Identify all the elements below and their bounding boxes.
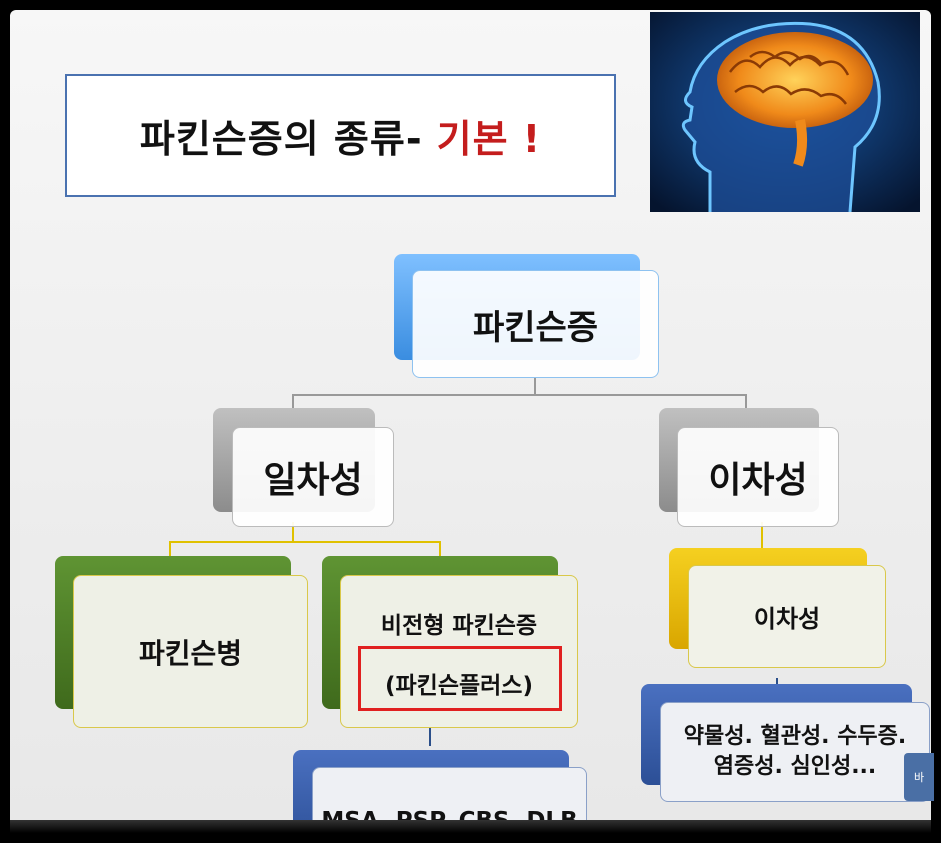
root-node: 파킨슨증 (412, 270, 659, 378)
secondary-node-label: 이차성 (708, 460, 808, 501)
secondary-causes-line2: 염증성. 심인성... (713, 754, 877, 779)
primary-node-label: 일차성 (263, 460, 363, 501)
secondary-causes-node: 약물성. 혈관성. 수두증. 염증성. 심인성... (660, 702, 930, 802)
slide-title: 파킨슨증의 종류- 기본 ! (65, 74, 616, 197)
watermark-logo: 바 (904, 753, 934, 801)
pd-node: 파킨슨병 (73, 575, 308, 728)
title-accent: 기본 ! (436, 117, 542, 161)
atypical-node: 비전형 파킨슨증 (파킨슨플러스) (340, 575, 578, 728)
parkinson-plus-highlight (358, 646, 562, 711)
atypical-node-label-line2: (파킨슨플러스) (385, 673, 533, 699)
slide: 파킨슨증의 종류- 기본 ! (10, 10, 931, 833)
secondary-child-node: 이차성 (688, 565, 886, 668)
watermark-text: 바 (913, 771, 925, 784)
brain-illustration-icon (650, 12, 920, 212)
secondary-node: 이차성 (677, 427, 839, 527)
root-node-label: 파킨슨증 (472, 307, 599, 348)
video-bottom-bar (10, 820, 931, 833)
primary-node: 일차성 (232, 427, 394, 527)
title-main: 파킨슨증의 종류- (139, 117, 423, 161)
atypical-node-label-line1: 비전형 파킨슨증 (380, 613, 538, 639)
secondary-causes-line1: 약물성. 혈관성. 수두증. (683, 724, 907, 750)
secondary-child-label: 이차성 (753, 605, 821, 633)
pd-node-label: 파킨슨병 (138, 636, 243, 670)
